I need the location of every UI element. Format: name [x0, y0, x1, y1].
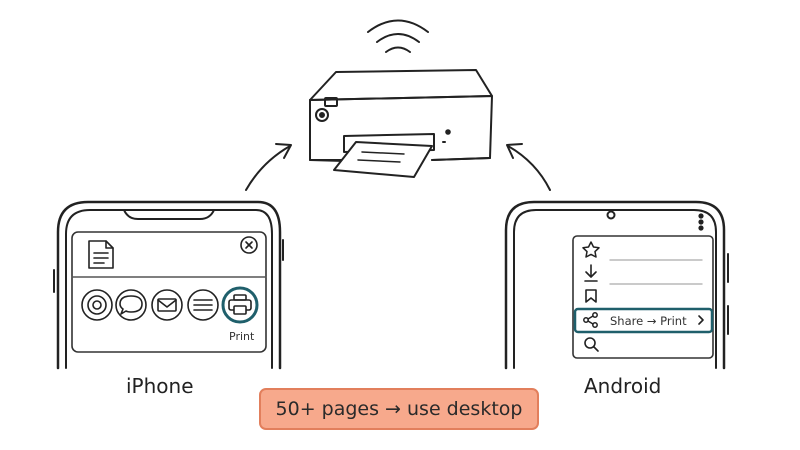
- airdrop-icon[interactable]: [81, 289, 113, 321]
- printer-button: [315, 108, 329, 122]
- search-icon[interactable]: [584, 337, 599, 352]
- star-icon[interactable]: [582, 241, 600, 258]
- bookmark-icon[interactable]: [585, 289, 597, 303]
- print-label: Print: [229, 330, 255, 343]
- overflow-menu-icon[interactable]: [698, 213, 704, 231]
- mail-icon[interactable]: [151, 289, 183, 321]
- tip-badge: 50+ pages → use desktop: [259, 388, 539, 430]
- printed-paper: [333, 141, 433, 178]
- android-menu: [572, 235, 714, 359]
- paper-slot: [343, 133, 435, 153]
- android-device: [504, 200, 729, 370]
- iphone-label: iPhone: [126, 374, 194, 398]
- share-print-label[interactable]: Share → Print: [610, 314, 687, 328]
- arrow-android-to-printer: [506, 143, 551, 191]
- printer-top: [309, 69, 493, 101]
- tip-text: 50+ pages → use desktop: [275, 398, 523, 420]
- android-label: Android: [584, 374, 662, 398]
- printer: [309, 69, 493, 178]
- message-icon[interactable]: [115, 289, 147, 321]
- document-icon: [88, 240, 114, 269]
- printer-panel: [324, 97, 338, 107]
- front-camera: [606, 210, 616, 220]
- wifi-icon: [367, 19, 429, 53]
- download-icon[interactable]: [584, 264, 598, 282]
- iphone-device: [53, 200, 284, 370]
- chevron-right-icon: [698, 315, 704, 325]
- printer-icon: [228, 294, 252, 315]
- arrow-iphone-to-printer: [245, 143, 292, 191]
- share-sheet: [71, 231, 267, 353]
- more-icon[interactable]: [187, 289, 219, 321]
- print-button[interactable]: [221, 286, 259, 324]
- iphone-notch: [123, 209, 215, 220]
- share-icon: [583, 312, 598, 328]
- share-print-item[interactable]: [573, 307, 714, 334]
- close-icon[interactable]: [240, 236, 258, 254]
